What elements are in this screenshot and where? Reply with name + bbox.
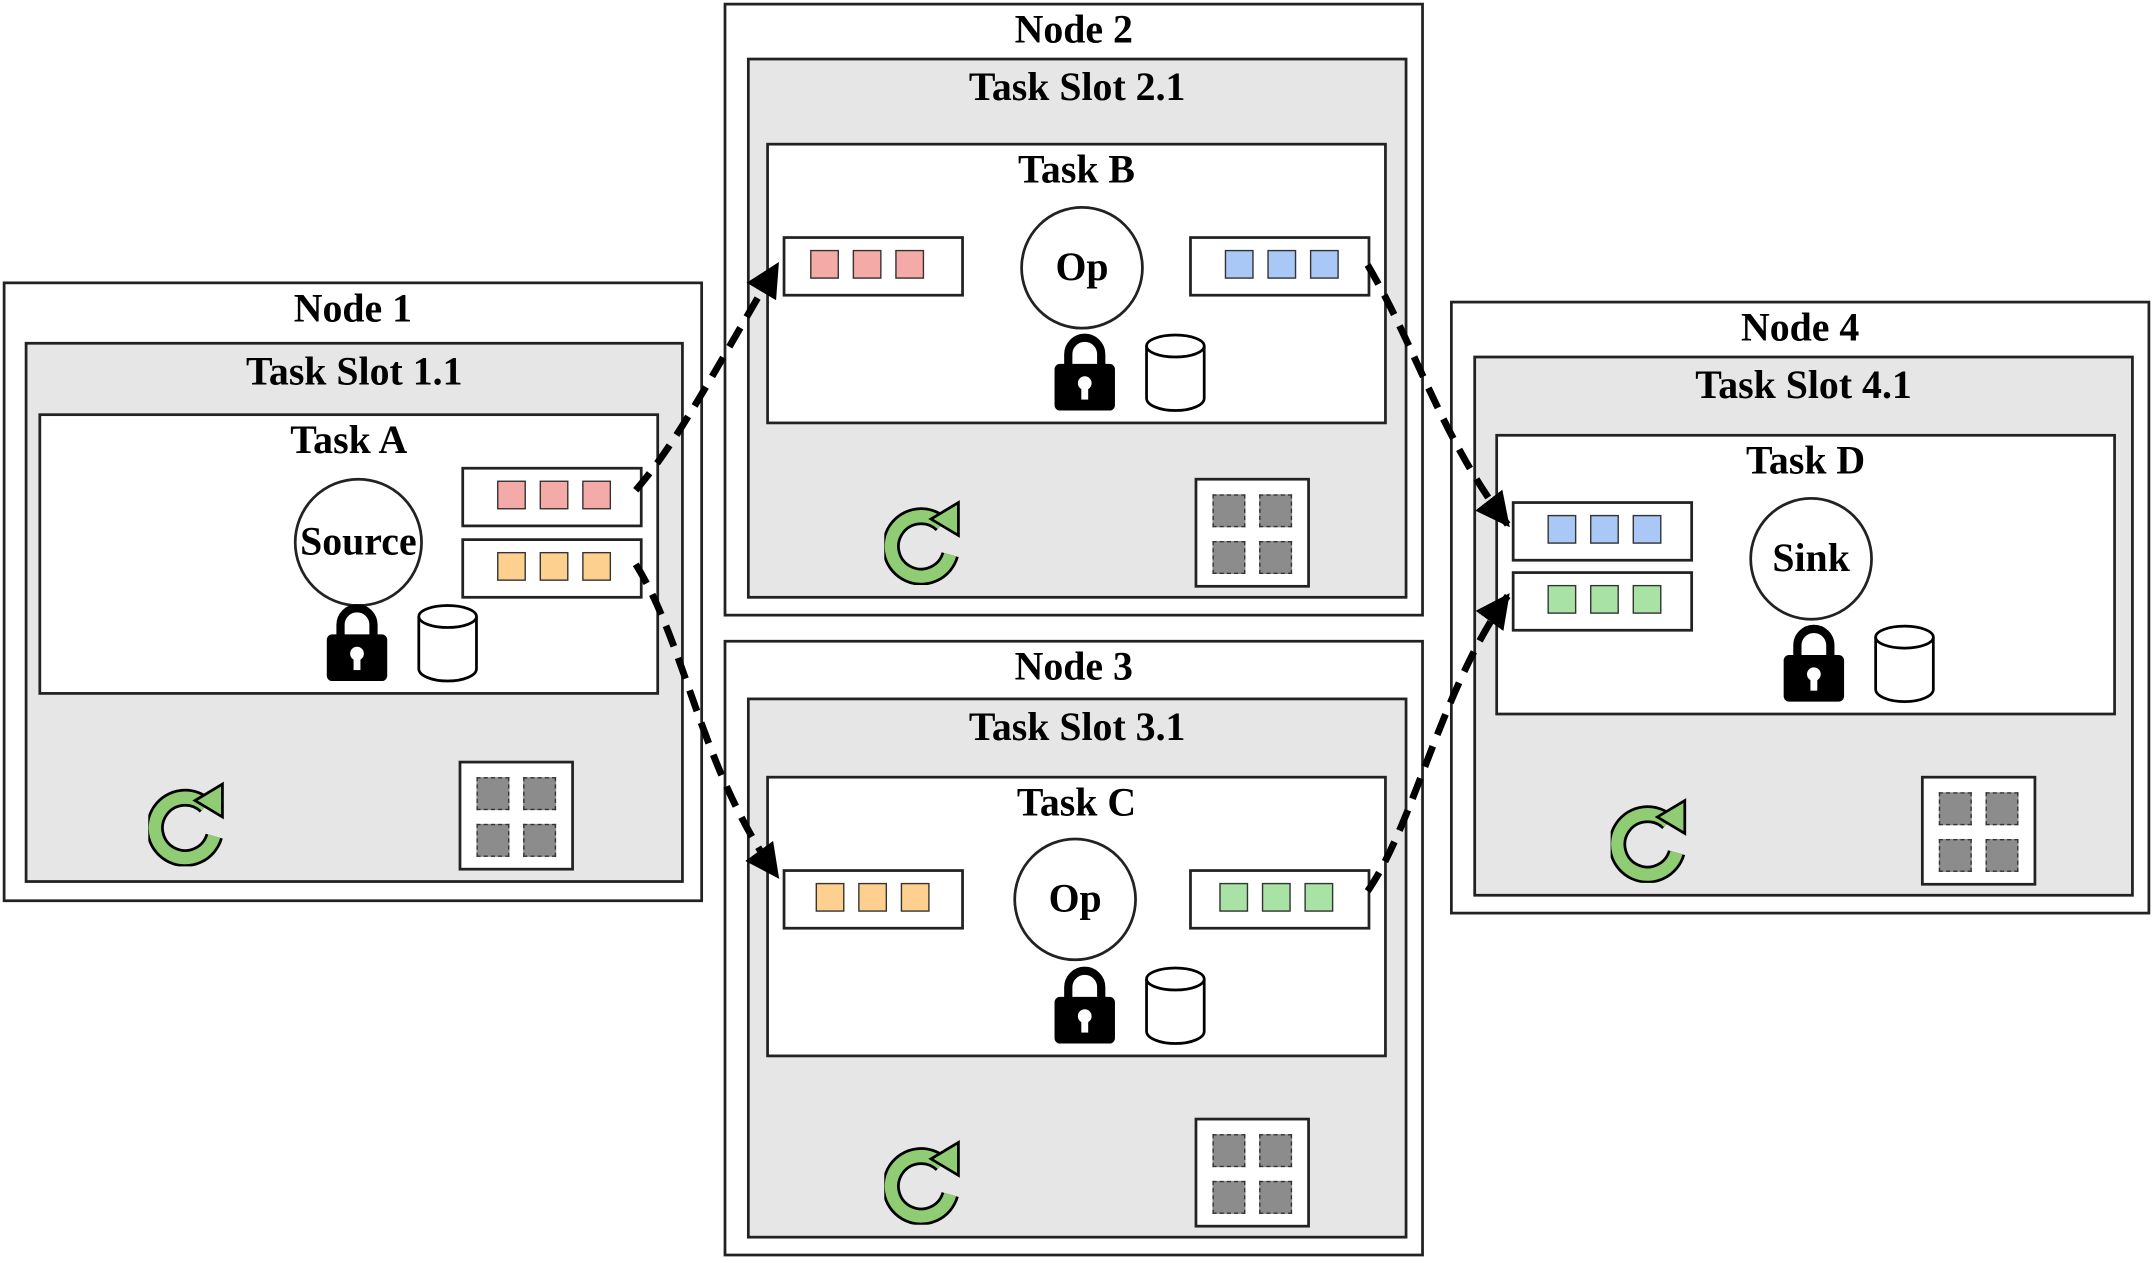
resource-cell [1938,838,1972,872]
database-icon [1874,624,1935,703]
arrow-task-a-to-task-c [632,562,780,879]
task-slot-4-1: Task Slot 4.1 Task D Sink [1473,355,2134,897]
resource-cell [1259,1180,1293,1214]
resource-cell [1212,494,1246,528]
queue-item [852,249,882,279]
task-c-title: Task C [1016,781,1137,826]
node-3-title: Node 3 [1014,645,1133,690]
node-2-title: Node 2 [1014,8,1133,53]
output-queue-green [1189,869,1371,930]
queue-item [582,551,612,581]
task-slot-1-1: Task Slot 1.1 Task A Source [24,341,684,883]
database-icon [1145,966,1206,1045]
lock-icon [1054,966,1115,1044]
refresh-icon [148,781,224,867]
queue-item [539,480,569,510]
task-b: Task B Op [766,142,1387,425]
queue-item [1590,514,1619,544]
queue-item [539,551,569,581]
op-operator: Op [1020,205,1144,330]
resource-cell [1985,838,2019,872]
node-4-title: Node 4 [1740,306,1860,351]
resource-grid-icon [1194,1117,1310,1228]
queue-item [497,551,526,581]
resource-grid-icon [1194,477,1310,588]
resource-cell [1259,1134,1293,1168]
task-b-title: Task B [1018,148,1135,193]
task-slot-1-1-title: Task Slot 1.1 [245,350,463,395]
queue-item [900,882,930,912]
database-icon [1145,333,1206,412]
node-1: Node 1 Task Slot 1.1 Task A Source [2,281,704,903]
queue-item [1547,584,1577,614]
queue-item [815,882,845,912]
task-slot-3-1: Task Slot 3.1 Task C Op [746,697,1408,1239]
task-slot-2-1: Task Slot 2.1 Task B Op [746,57,1408,599]
input-queue-orange [782,869,964,930]
node-1-title: Node 1 [293,286,413,331]
resource-cell [1985,792,2019,826]
arrow-task-a-to-task-b [633,262,781,493]
task-slot-2-1-title: Task Slot 2.1 [968,65,1186,110]
task-d-title: Task D [1746,439,1866,484]
resource-cell [1259,494,1293,528]
resource-cell [523,823,557,857]
refresh-icon [1610,798,1687,883]
task-a: Task A Source [38,413,660,695]
task-c: Task C Op [766,775,1387,1058]
resource-cell [1212,1134,1246,1168]
refresh-icon [884,500,960,585]
queue-item [895,249,925,279]
sink-operator: Sink [1749,497,1873,621]
arrow-task-c-to-task-d [1364,593,1511,894]
queue-item [1267,249,1297,279]
node-4: Node 4 Task Slot 4.1 Task D Sink [1449,300,2151,915]
output-queue-orange [461,538,643,599]
resource-cell [1212,1180,1246,1214]
queue-item [1219,882,1249,912]
queue-item [1304,882,1334,912]
resource-cell [1938,792,1972,826]
op-operator: Op [1013,837,1137,962]
queue-item [858,882,888,912]
resource-cell [1259,541,1293,574]
node-2: Node 2 Task Slot 2.1 Task B Op [723,2,1424,617]
arrow-task-b-to-task-d [1364,263,1511,528]
queue-item [810,249,839,279]
database-icon [417,604,478,683]
queue-item [1547,514,1577,544]
queue-item [1261,882,1291,912]
input-queue-red [782,236,964,297]
node-3: Node 3 Task Slot 3.1 Task C Op [723,639,1424,1257]
resource-grid-icon [1920,775,2037,886]
task-slot-3-1-title: Task Slot 3.1 [968,705,1186,750]
task-d: Task D Sink [1495,433,2116,716]
queue-item [1632,514,1662,544]
queue-item [1224,249,1254,279]
resource-cell [476,823,510,857]
lock-icon [1054,333,1115,411]
lock-icon [1783,624,1845,702]
queue-item [1309,249,1339,279]
lock-icon [326,604,388,682]
source-operator: Source [293,477,423,607]
queue-item [1632,584,1662,614]
input-queue-blue [1511,501,1694,562]
refresh-icon [884,1139,960,1225]
output-queue-blue [1189,236,1371,297]
output-queue-red [461,466,643,528]
queue-item [582,480,612,510]
resource-cell [476,777,510,811]
queue-item [497,480,526,510]
input-queue-green [1511,571,1694,632]
resource-cell [1212,541,1246,574]
task-a-title: Task A [290,418,408,463]
task-slot-4-1-title: Task Slot 4.1 [1695,363,1912,408]
resource-cell [523,777,557,811]
resource-grid-icon [458,760,574,871]
queue-item [1590,584,1619,614]
